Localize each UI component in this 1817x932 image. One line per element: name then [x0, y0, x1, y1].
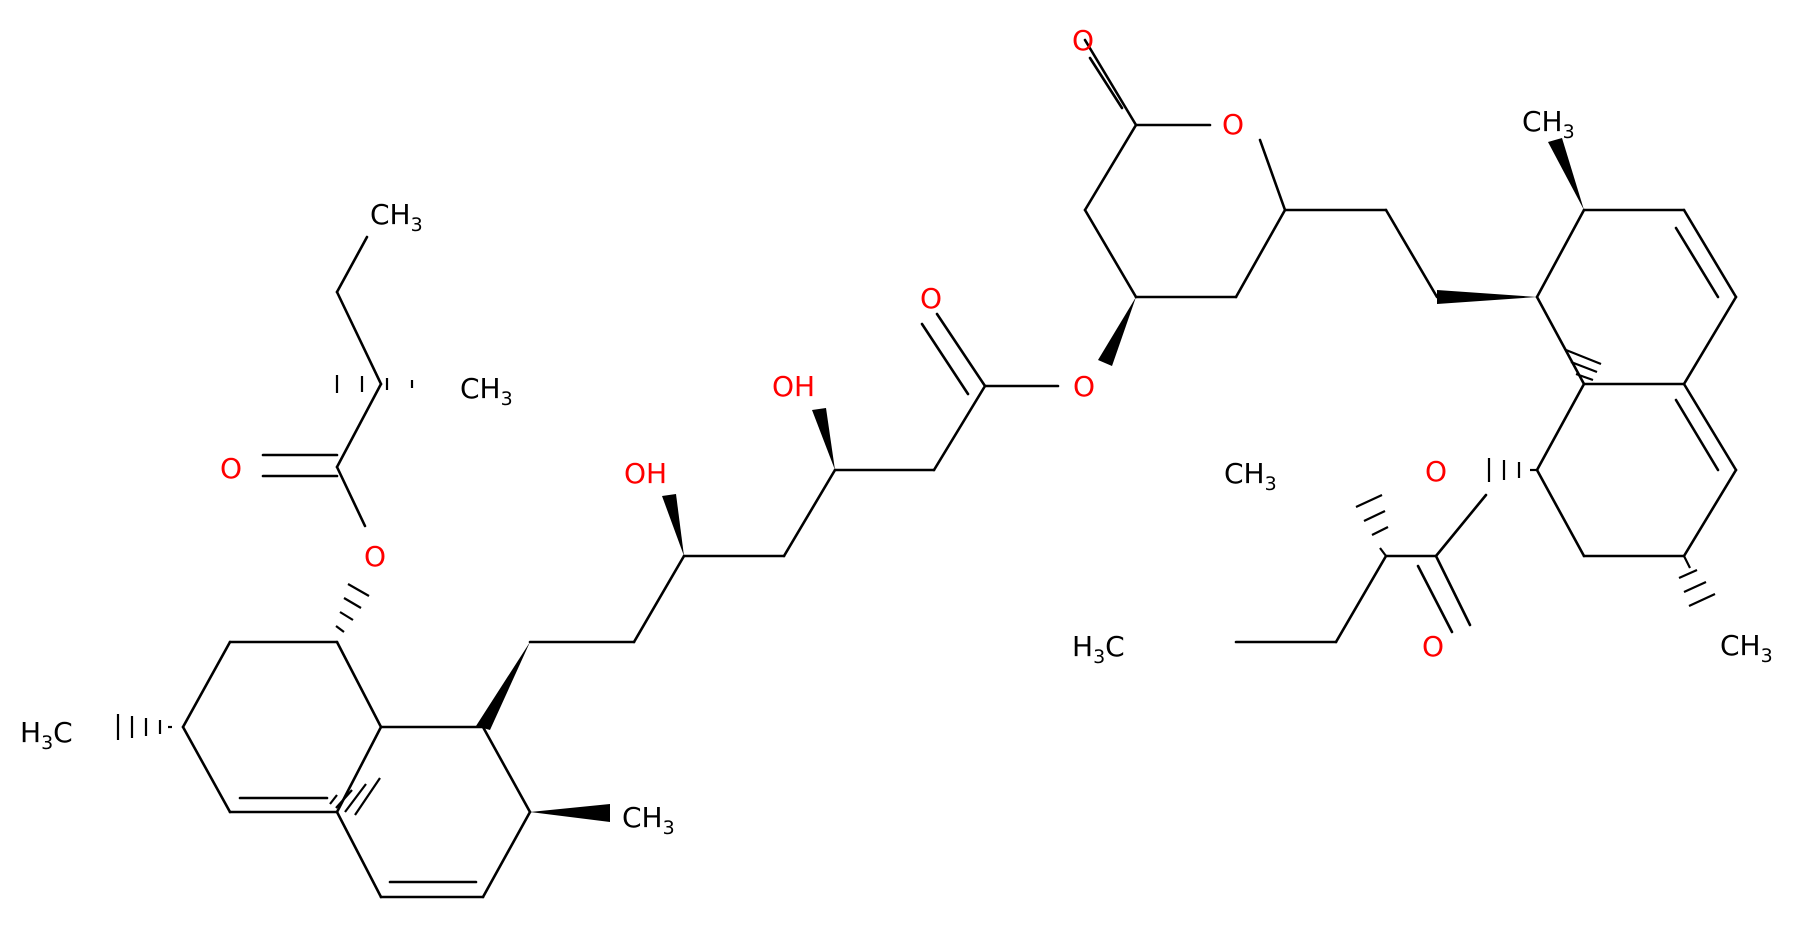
- bond: [1083, 38, 1138, 127]
- label-sub: 3: [41, 732, 53, 754]
- hash-bonds: [116, 348, 1716, 816]
- bond: [181, 725, 232, 814]
- label-sub: 3: [663, 817, 675, 839]
- label-base: CH: [460, 372, 501, 405]
- hash-bond: [335, 583, 370, 633]
- bond: [1535, 208, 1586, 299]
- o-ester-mid-label: O: [1073, 370, 1095, 403]
- bond: [181, 640, 232, 729]
- wedge-bond: [530, 804, 610, 822]
- bond: [1434, 493, 1488, 558]
- bond: [1234, 208, 1287, 299]
- bond: [481, 725, 532, 814]
- bond: [1384, 208, 1439, 299]
- bond: [920, 322, 970, 396]
- label-pre: H: [20, 716, 41, 749]
- o-carbonyl-right-label: O: [1422, 630, 1444, 663]
- bond: [1416, 564, 1454, 634]
- o-ester-right-label: O: [1425, 455, 1447, 488]
- label-sub: 3: [501, 388, 513, 410]
- oh-upper-label: OH: [772, 370, 815, 403]
- ch3-right-ring-label: CH3: [1720, 629, 1773, 667]
- label-sub: 3: [1093, 646, 1105, 668]
- bond: [1682, 382, 1738, 472]
- ch3-right-top-label: CH3: [1522, 105, 1575, 143]
- bond: [935, 312, 987, 388]
- bond: [335, 640, 383, 729]
- bond: [782, 468, 837, 558]
- bond: [1682, 208, 1738, 299]
- bond-lines: [181, 38, 1738, 899]
- bond: [1674, 398, 1720, 472]
- wedge-bond: [1437, 290, 1537, 304]
- bond: [335, 382, 383, 469]
- bond: [335, 810, 383, 899]
- hash-bond: [116, 714, 172, 740]
- bond: [1334, 554, 1388, 644]
- o-lactone-carbonyl-label: O: [1072, 24, 1094, 57]
- bond: [1682, 295, 1738, 386]
- label-base: CH: [370, 198, 411, 231]
- hash-bond: [335, 375, 414, 393]
- bond: [1258, 138, 1287, 212]
- hash-bond: [329, 777, 381, 816]
- wedge-bond: [812, 408, 835, 470]
- bond: [1083, 123, 1138, 212]
- bond: [932, 384, 987, 472]
- oh-lower-label: OH: [624, 457, 667, 490]
- label-base: CH: [1522, 105, 1563, 138]
- h3c-right-ethyl-label: H3C: [1072, 630, 1125, 668]
- label-sub: 3: [1563, 121, 1575, 143]
- wedge-bond: [1098, 297, 1136, 366]
- o-carbonyl-mid-label: O: [920, 282, 942, 315]
- bond: [335, 235, 369, 294]
- bond: [1083, 208, 1138, 299]
- o-ester-left-label: O: [364, 540, 386, 573]
- label-sub: 3: [1265, 473, 1277, 495]
- o-carbonyl-left-label: O: [220, 452, 242, 485]
- label-sub: 3: [1761, 645, 1773, 667]
- hash-bond: [1678, 555, 1716, 607]
- bond: [632, 554, 686, 644]
- wedge-bond: [476, 642, 530, 730]
- bond: [1535, 382, 1586, 472]
- bond: [335, 290, 383, 386]
- bond: [1535, 468, 1586, 558]
- label-post: C: [53, 716, 73, 749]
- bond: [1674, 226, 1720, 299]
- bond: [1535, 295, 1586, 386]
- ch3-left-ring-label: CH3: [622, 801, 675, 839]
- wedge-bond: [662, 494, 684, 556]
- ch3-right-branch-label: CH3: [1224, 457, 1277, 495]
- ch3-left-branch-label: CH3: [460, 372, 513, 410]
- wedge-bond: [1548, 138, 1584, 210]
- label-base: CH: [1720, 629, 1761, 662]
- ch3-top-left-label: CH3: [370, 198, 423, 236]
- label-sub: 3: [411, 214, 423, 236]
- label-base: CH: [1224, 457, 1265, 490]
- hash-bond: [1355, 494, 1389, 557]
- bond: [481, 810, 532, 899]
- o-lactone-ring-label: O: [1222, 108, 1244, 141]
- label-post: C: [1105, 630, 1125, 663]
- bond: [1434, 554, 1472, 627]
- bond: [335, 465, 367, 528]
- atom-labels: CH3 CH3 O O H3C CH3 OH OH O O O O CH3 O …: [20, 24, 1773, 839]
- hash-bond: [1565, 348, 1602, 382]
- label-pre: H: [1072, 630, 1093, 663]
- bond: [1088, 56, 1124, 110]
- h3c-left-ring-label: H3C: [20, 716, 73, 754]
- hash-bond: [1487, 458, 1537, 482]
- wedge-bonds: [476, 138, 1584, 822]
- bond: [1682, 468, 1738, 558]
- label-base: CH: [622, 801, 663, 834]
